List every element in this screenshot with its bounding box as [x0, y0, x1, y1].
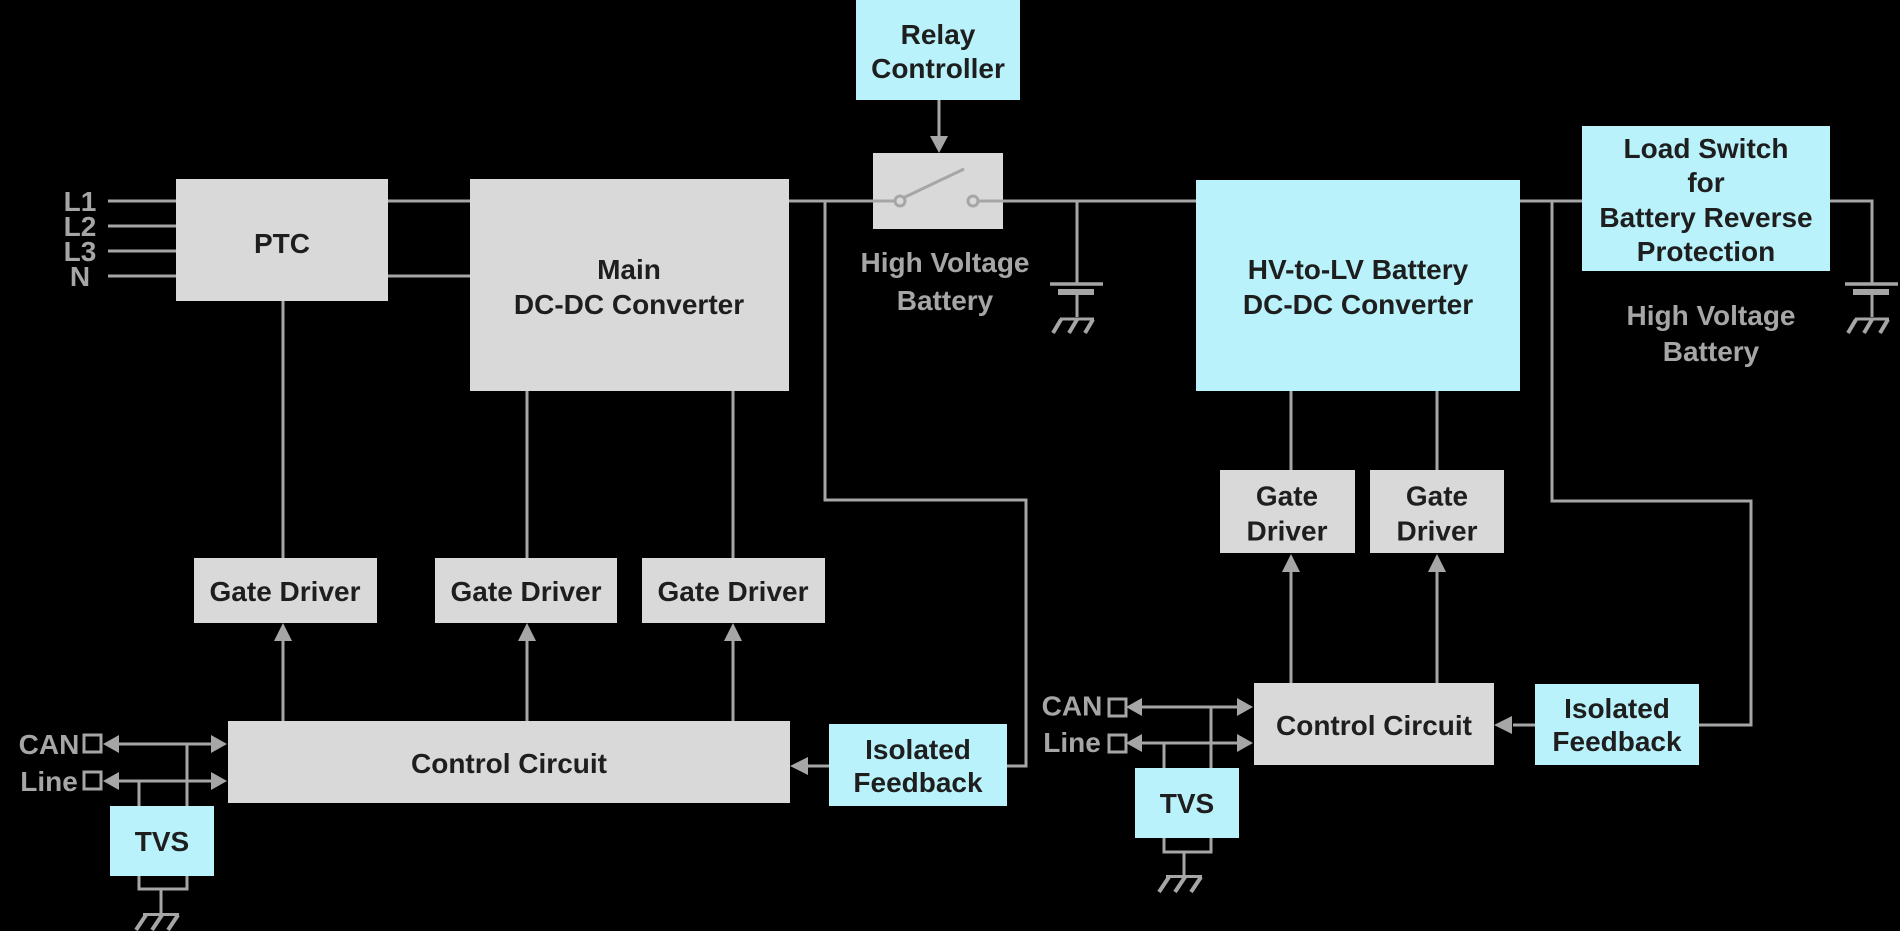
svg-text:Line: Line	[20, 766, 78, 797]
svg-text:Feedback: Feedback	[1552, 726, 1682, 757]
svg-text:Battery: Battery	[1663, 336, 1760, 367]
svg-text:Battery Reverse: Battery Reverse	[1599, 202, 1812, 233]
svg-text:Gate Driver: Gate Driver	[451, 576, 602, 607]
svg-text:Protection: Protection	[1637, 236, 1775, 267]
svg-text:High Voltage: High Voltage	[1626, 300, 1795, 331]
svg-text:Control Circuit: Control Circuit	[1276, 710, 1472, 741]
svg-text:Driver: Driver	[1247, 516, 1328, 547]
svg-text:Gate Driver: Gate Driver	[210, 576, 361, 607]
svg-text:Load Switch: Load Switch	[1624, 133, 1789, 164]
svg-text:CAN: CAN	[1042, 691, 1103, 722]
svg-text:DC-DC Converter: DC-DC Converter	[1243, 289, 1473, 320]
svg-text:Driver: Driver	[1397, 516, 1478, 547]
svg-text:L3: L3	[64, 236, 97, 267]
svg-text:TVS: TVS	[135, 826, 189, 857]
svg-text:Isolated: Isolated	[1564, 693, 1670, 724]
svg-text:Battery: Battery	[897, 285, 994, 316]
svg-text:Controller: Controller	[871, 53, 1005, 84]
svg-text:DC-DC Converter: DC-DC Converter	[514, 289, 744, 320]
svg-text:Feedback: Feedback	[853, 767, 983, 798]
svg-text:Gate Driver: Gate Driver	[658, 576, 809, 607]
svg-text:Relay: Relay	[901, 19, 976, 50]
svg-text:High Voltage: High Voltage	[860, 247, 1029, 278]
svg-text:HV-to-LV Battery: HV-to-LV Battery	[1248, 254, 1469, 285]
svg-text:for: for	[1687, 167, 1724, 198]
svg-text:Gate: Gate	[1406, 481, 1468, 512]
svg-text:L1: L1	[64, 186, 97, 217]
svg-text:CAN: CAN	[19, 729, 80, 760]
svg-text:Line: Line	[1043, 727, 1101, 758]
svg-text:N: N	[70, 261, 90, 292]
svg-text:TVS: TVS	[1160, 788, 1214, 819]
svg-text:Gate: Gate	[1256, 481, 1318, 512]
svg-text:PTC: PTC	[254, 228, 310, 259]
svg-text:Main: Main	[597, 254, 661, 285]
svg-text:Control Circuit: Control Circuit	[411, 748, 607, 779]
svg-text:Isolated: Isolated	[865, 734, 971, 765]
svg-text:L2: L2	[64, 211, 97, 242]
